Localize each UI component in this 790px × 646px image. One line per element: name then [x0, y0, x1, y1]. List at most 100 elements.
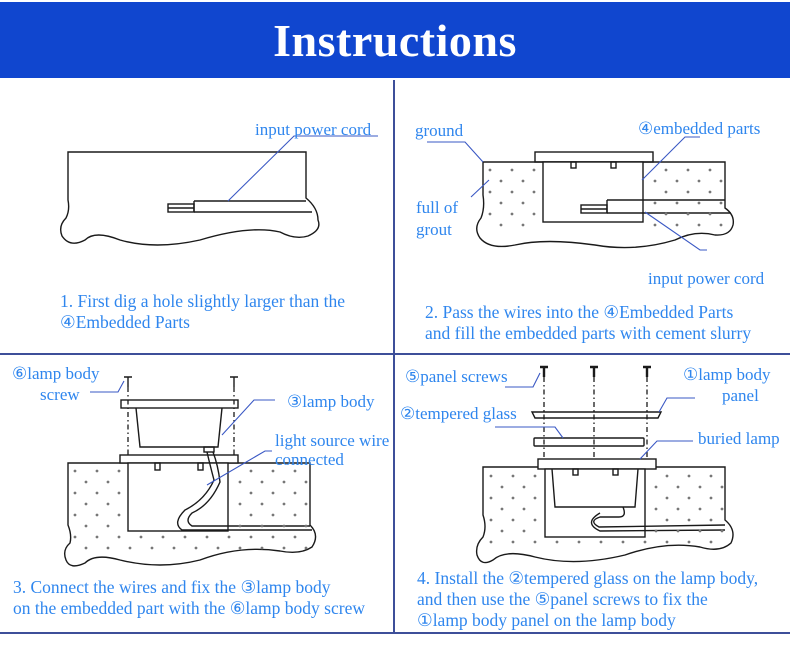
- grout-dot: [238, 502, 242, 506]
- label-panel: panel: [722, 386, 759, 405]
- label-connected: connected: [275, 450, 344, 469]
- grout-dot: [720, 485, 724, 489]
- grout-dot: [522, 485, 526, 489]
- grout-dot: [697, 201, 701, 205]
- grout-dot: [489, 474, 493, 478]
- grout-dot: [238, 480, 242, 484]
- grout-dot: [643, 540, 647, 544]
- grout-dot: [95, 491, 99, 495]
- grout-dot: [249, 535, 253, 539]
- grout-dot: [499, 223, 503, 227]
- grout-outline: [475, 466, 734, 564]
- label-ground: ground: [415, 121, 464, 140]
- grout-dot: [664, 212, 668, 216]
- grout-dot: [500, 485, 504, 489]
- grout-dot: [84, 480, 88, 484]
- grout-dot: [676, 485, 680, 489]
- grout-dot: [106, 502, 110, 506]
- grout-dot: [293, 491, 297, 495]
- label-grout: grout: [416, 220, 452, 239]
- light-source-wire: [177, 451, 312, 531]
- grout-dot: [117, 469, 121, 473]
- grout-dot: [489, 496, 493, 500]
- grout-dot: [500, 529, 504, 533]
- grout-dot: [282, 546, 286, 550]
- grout-dot: [293, 469, 297, 473]
- grout-dot: [709, 474, 713, 478]
- horizontal-divider-bottom: [0, 632, 790, 634]
- step-2-diagram: [427, 136, 735, 251]
- grout-dot: [708, 190, 712, 194]
- grout-dot: [665, 540, 669, 544]
- grout-dot: [654, 485, 658, 489]
- grout-dot: [708, 212, 712, 216]
- grout-dot: [719, 223, 723, 227]
- grout-dot: [238, 546, 242, 550]
- grout-dot: [522, 507, 526, 511]
- embedded-part-lid: [534, 151, 654, 163]
- grout-dot: [665, 474, 669, 478]
- grout-dot: [654, 529, 658, 533]
- lamp-body-panel: [530, 411, 663, 419]
- grout-dot: [260, 546, 264, 550]
- grout-dot: [172, 546, 176, 550]
- grout-dot: [511, 540, 515, 544]
- grout-dot: [533, 518, 537, 522]
- step-4-caption-line-1: 4. Install the ②tempered glass on the la…: [417, 568, 759, 588]
- embedded-part-box: [544, 468, 646, 538]
- grout-dot: [522, 529, 526, 533]
- label-buried-lamp: buried lamp: [698, 429, 780, 448]
- grout-dot: [675, 201, 679, 205]
- grout-dot: [73, 513, 77, 517]
- grout-dot: [95, 535, 99, 539]
- grout-dot: [555, 540, 559, 544]
- grout-dot: [653, 201, 657, 205]
- grout-dot: [271, 535, 275, 539]
- step-4-caption-line-3: ①lamp body panel on the lamp body: [417, 610, 676, 630]
- grout-dot: [521, 201, 525, 205]
- grout-dot: [720, 529, 724, 533]
- grout-dot: [95, 513, 99, 517]
- step-2-caption-line-1: 2. Pass the wires into the ④Embedded Par…: [425, 302, 734, 322]
- grout-dot: [183, 535, 187, 539]
- grout-dot: [293, 513, 297, 517]
- grout-dot: [489, 518, 493, 522]
- panel-screws: [540, 365, 651, 459]
- buried-lamp-body: [551, 468, 639, 508]
- step-3-panel: ⑥lamp body screw ③lamp body light source…: [0, 355, 393, 632]
- grout-dot: [665, 518, 669, 522]
- grout-dot: [521, 223, 525, 227]
- grout-dot: [216, 546, 220, 550]
- tempered-glass: [533, 437, 645, 447]
- step-1-panel: input power cord 1. First dig a hole sli…: [0, 80, 393, 353]
- grout-dot: [719, 201, 723, 205]
- step-2-panel: ground ④embedded parts full of grout inp…: [395, 80, 790, 353]
- grout-dot: [686, 212, 690, 216]
- step-4-panel: ⑤panel screws ①lamp body panel ②tempered…: [395, 355, 790, 632]
- leader-line-ground: [427, 141, 484, 163]
- grout-dot: [260, 480, 264, 484]
- step-4-caption-line-2: and then use the ⑤panel screws to fix th…: [417, 589, 708, 609]
- label-lamp-body-screw: ⑥lamp body: [12, 364, 100, 383]
- grout-dot: [686, 190, 690, 194]
- grout-dot: [709, 540, 713, 544]
- grout-dot: [697, 179, 701, 183]
- label-lamp-body-panel: ①lamp body: [683, 365, 771, 384]
- grout-dot: [194, 546, 198, 550]
- grout-dot: [500, 507, 504, 511]
- buried-lamp-wire: [590, 506, 726, 532]
- soil-hole-outline: [59, 151, 320, 246]
- grout-outline: [63, 462, 317, 567]
- grout-dot: [709, 496, 713, 500]
- label-full-of: full of: [416, 198, 459, 217]
- grout-dot: [521, 179, 525, 183]
- grout-dot: [687, 540, 691, 544]
- grout-dot: [511, 474, 515, 478]
- step-3-caption-line-1: 3. Connect the wires and fix the ③lamp b…: [13, 577, 331, 597]
- grout-dot: [532, 212, 536, 216]
- page-title: Instructions: [273, 14, 517, 66]
- grout-dot: [304, 524, 308, 528]
- grout-dot: [653, 179, 657, 183]
- grout-dot: [150, 546, 154, 550]
- leader-line-cord: [644, 211, 707, 251]
